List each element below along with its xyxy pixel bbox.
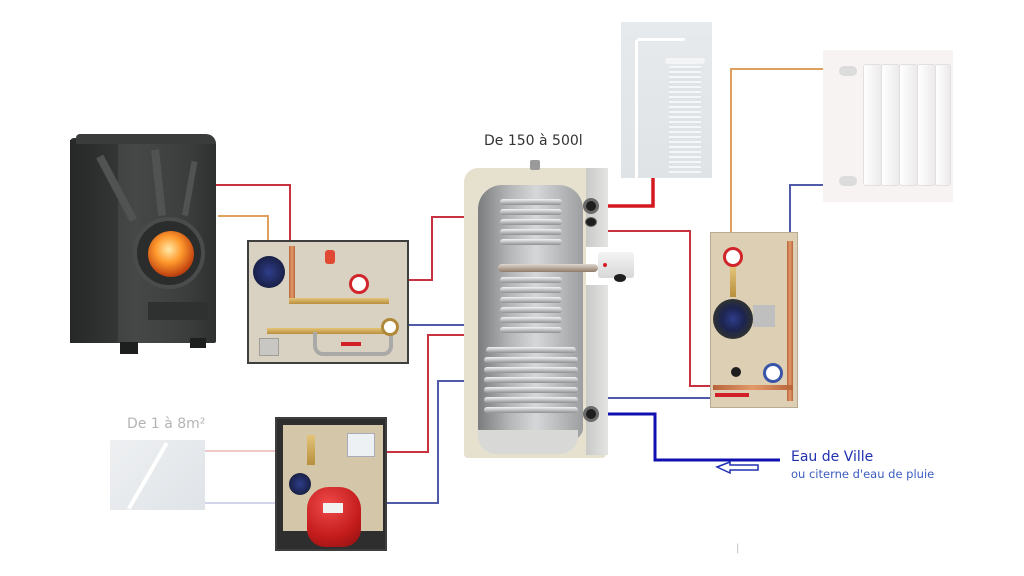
indicator-light: [603, 263, 607, 267]
stove-top: [76, 134, 216, 144]
upper-coil: [500, 317, 562, 323]
upper-coil: [500, 239, 562, 245]
water-inlet-sublabel: ou citerne d'eau de pluie: [791, 467, 935, 481]
lower-coil: [484, 367, 578, 373]
radiator-fin: [863, 64, 882, 186]
radiator-valve: [839, 176, 857, 186]
pump-icon: [253, 256, 285, 288]
pipe-heating-radiator-supply: [730, 68, 823, 238]
solar-station: [275, 417, 387, 551]
shower: [621, 22, 712, 180]
upper-coil: [500, 219, 562, 225]
pipe-heating-radiator-return: [789, 184, 823, 238]
pipe-tank-heating-hot: [607, 230, 712, 387]
stray-mark: |: [736, 543, 740, 554]
heating-circuit-kit: [710, 232, 798, 408]
fire-icon: [148, 231, 194, 277]
stove-hydraulic-kit: [247, 240, 409, 364]
shower-riser: [635, 40, 638, 180]
stove-foot: [120, 342, 138, 354]
pipe-segment: [307, 435, 315, 465]
pipe-stove-kit-hot: [216, 184, 291, 250]
shower-arm: [637, 38, 685, 41]
lower-coil: [484, 407, 578, 413]
water-inlet-label: Eau de Ville: [791, 449, 874, 465]
control-box: [259, 338, 279, 356]
pipe-stove-kit-return: [218, 215, 269, 250]
pipe-segment: [289, 298, 389, 304]
tank-outer-skin: [586, 168, 608, 455]
lower-coil: [484, 397, 578, 403]
pipe-segment: [730, 267, 736, 297]
vessel-label: [323, 503, 343, 513]
upper-coil: [500, 287, 562, 293]
solar-frame: [127, 442, 169, 510]
lower-coil: [484, 377, 578, 383]
upper-coil: [500, 307, 562, 313]
thermometer-gauge: [723, 247, 743, 267]
thermometer-gauge: [763, 363, 783, 383]
stove-vent: [148, 302, 208, 320]
pipe-solar-tank-hot: [385, 334, 464, 453]
cold-inlet-port: [583, 406, 599, 422]
pipe-segment: [313, 332, 393, 356]
pipe-segment: [787, 241, 793, 401]
radiator-valve: [839, 66, 857, 76]
sensor-port: [585, 217, 597, 227]
radiator-fin: [917, 64, 936, 186]
shower-spray: [669, 66, 701, 176]
stove-foot: [190, 338, 206, 348]
upper-coil: [500, 327, 562, 333]
radiator-fin: [899, 64, 918, 186]
lower-coil: [486, 347, 576, 353]
upper-coil: [500, 209, 562, 215]
pipe-tank-shower-hot: [594, 178, 655, 208]
pump-icon: [289, 473, 311, 495]
controller-box: [347, 433, 375, 457]
pipe-segment: [289, 246, 295, 302]
thermometer-gauge: [349, 274, 369, 294]
hot-outlet-port: [583, 198, 599, 214]
pump-icon: [713, 299, 753, 339]
upper-coil: [500, 229, 562, 235]
flow-arrow-icon: [715, 460, 759, 475]
tank-top-fitting: [530, 160, 540, 170]
ball-valve-handle: [341, 342, 361, 346]
shower-head-icon: [665, 58, 705, 64]
pipe-water-inlet: [594, 412, 780, 462]
tank-base: [478, 430, 578, 454]
pipe-solar-tank-cold: [385, 380, 464, 504]
valve-icon: [325, 250, 335, 264]
valve-icon: [731, 367, 741, 377]
upper-coil: [500, 297, 562, 303]
solar-panel: [110, 440, 205, 510]
radiator-fin: [935, 64, 951, 186]
tank-inner-vessel: [478, 185, 583, 440]
heater-rod: [498, 264, 598, 272]
pipe-segment: [267, 328, 397, 334]
lower-coil: [484, 357, 578, 363]
radiator: [823, 50, 953, 202]
thermostat-knob: [614, 274, 626, 282]
radiator-fin: [881, 64, 900, 186]
solar-area-label: De 1 à 8m²: [127, 416, 206, 432]
tank-capacity-label: De 150 à 500l: [484, 133, 583, 149]
pipe-segment: [713, 385, 793, 390]
upper-coil: [500, 199, 562, 205]
upper-coil: [500, 277, 562, 283]
ball-valve-handle: [715, 393, 749, 397]
flow-meter: [381, 318, 399, 336]
pump-terminal-box: [753, 305, 775, 327]
expansion-vessel: [307, 487, 361, 547]
lower-coil: [484, 387, 578, 393]
